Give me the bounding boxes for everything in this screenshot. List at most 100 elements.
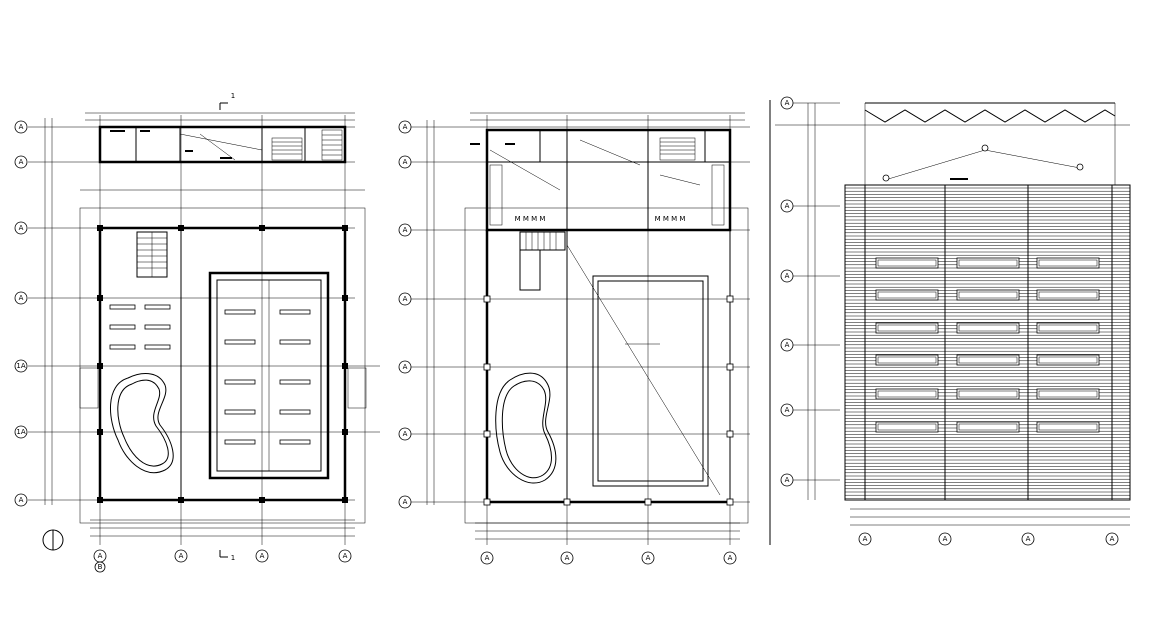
skylight <box>956 388 1020 400</box>
plan3-dimensions <box>807 103 1130 526</box>
svg-text:M M M M: M M M M <box>655 215 686 223</box>
skylight <box>956 354 1020 366</box>
svg-text:M M M M: M M M M <box>515 215 546 223</box>
skylight-inner <box>877 324 937 332</box>
plan1-kidney-pool <box>110 373 174 474</box>
axis-label: A <box>179 552 184 560</box>
axis-label: A <box>98 552 103 560</box>
axis-label: 1A <box>16 362 25 370</box>
plan1-col-axis-bubbles: A B A A A <box>93 549 352 573</box>
plan2-row-axis-bubbles: A A A A A A A <box>398 120 412 509</box>
plan2-site-boundary <box>464 207 749 524</box>
skylight-inner <box>1038 390 1098 398</box>
axis-label: A <box>863 535 868 543</box>
skylight <box>875 388 939 400</box>
axis-label: A <box>646 554 651 562</box>
plan1-pool <box>208 271 330 480</box>
north-arrow-icon <box>42 529 64 551</box>
skylight <box>875 289 939 301</box>
axis-label: A <box>785 99 790 107</box>
plan2-pool <box>566 244 721 496</box>
axis-label: A <box>403 363 408 371</box>
axis-label: A <box>403 430 408 438</box>
axis-label: A <box>728 554 733 562</box>
plan1-side-stair-left <box>79 367 99 409</box>
axis-label: A <box>19 496 24 504</box>
skylight-inner <box>958 259 1018 267</box>
axis-label: A <box>260 552 265 560</box>
skylight-inner <box>1038 356 1098 364</box>
axis-label: A <box>785 202 790 210</box>
axis-label: A <box>403 295 408 303</box>
axis-label: A <box>565 554 570 562</box>
skylight-inner <box>877 390 937 398</box>
skylight <box>875 354 939 366</box>
skylight <box>1036 289 1100 301</box>
axis-label: A <box>19 123 24 131</box>
axis-label: A <box>403 123 408 131</box>
roof-plan <box>769 100 1131 545</box>
plan1-dimensions <box>44 112 355 537</box>
axis-label: A <box>485 554 490 562</box>
plan1-stair <box>136 231 168 278</box>
skylight <box>875 257 939 269</box>
plan2-hall <box>485 230 731 504</box>
skylight <box>1036 421 1100 433</box>
floor-plan-2: M M M M M M M M <box>410 112 750 545</box>
plan2-kidney-pool <box>495 372 557 484</box>
skylight <box>1036 388 1100 400</box>
axis-label: 1A <box>16 428 25 436</box>
skylight-inner <box>958 324 1018 332</box>
axis-label: A <box>785 406 790 414</box>
plan1-site-boundary <box>79 207 366 524</box>
plan1-service-block <box>98 125 347 164</box>
plan3-col-axis-bubbles: A A A A <box>858 532 1119 546</box>
plan3-roof-hatching <box>845 187 1130 499</box>
axis-label: A <box>785 341 790 349</box>
plan2-stair <box>519 231 566 291</box>
plan1-benches <box>109 304 311 445</box>
skylight-inner <box>877 423 937 431</box>
axis-label: A <box>403 226 408 234</box>
skylight-inner <box>1038 259 1098 267</box>
plan1-row-axis-bubbles: A A A A 1A 1A A <box>14 120 28 507</box>
skylight <box>1036 322 1100 334</box>
axis-label: A <box>19 158 24 166</box>
plan2-columns <box>483 295 734 506</box>
axis-label: A <box>343 552 348 560</box>
plan3-row-axis-bubbles: A A A A A A <box>780 96 794 487</box>
skylight <box>956 289 1020 301</box>
plan3-roof-top <box>864 102 1116 185</box>
skylight <box>956 257 1020 269</box>
skylight-inner <box>958 390 1018 398</box>
axis-label: A <box>785 476 790 484</box>
axis-label: A <box>1026 535 1031 543</box>
axis-label: A <box>19 294 24 302</box>
plan2-service-block: M M M M M M M M <box>470 128 732 232</box>
skylight-inner <box>958 291 1018 299</box>
section-mark-bottom: 1 <box>219 550 235 562</box>
axis-label: A <box>403 498 408 506</box>
section-mark-top: 1 <box>219 92 235 110</box>
skylight <box>1036 354 1100 366</box>
plan3-skylights <box>875 257 1100 433</box>
skylight <box>1036 257 1100 269</box>
skylight-inner <box>877 259 937 267</box>
skylight-inner <box>1038 291 1098 299</box>
plan1-columns <box>97 225 348 503</box>
skylight-inner <box>958 356 1018 364</box>
plan3-roof-panels <box>844 184 1131 501</box>
axis-label: B <box>98 563 103 571</box>
floor-plan-1 <box>28 112 380 551</box>
axis-label: A <box>403 158 408 166</box>
axis-label: A <box>943 535 948 543</box>
skylight <box>956 421 1020 433</box>
skylight <box>875 322 939 334</box>
svg-text:1: 1 <box>231 554 235 562</box>
skylight-inner <box>958 423 1018 431</box>
skylight-inner <box>877 356 937 364</box>
skylight-inner <box>877 291 937 299</box>
skylight <box>956 322 1020 334</box>
svg-text:1: 1 <box>231 92 235 100</box>
